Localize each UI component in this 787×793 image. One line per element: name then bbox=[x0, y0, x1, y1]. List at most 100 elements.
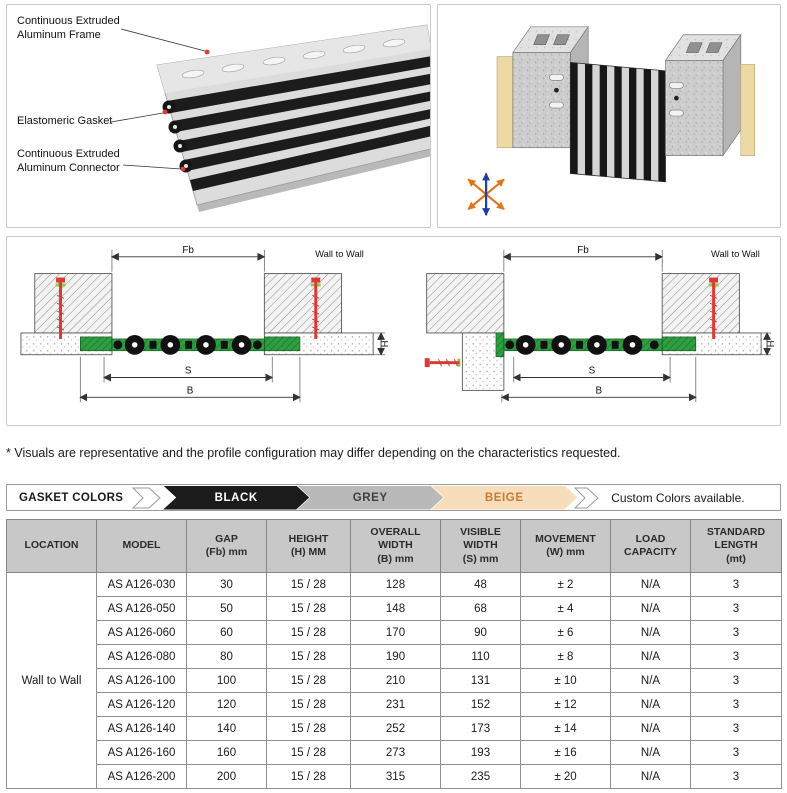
cell-overall: 190 bbox=[350, 644, 441, 669]
profile-section bbox=[495, 332, 697, 358]
chevron-divider-icon bbox=[132, 487, 161, 508]
cell-gap: 140 bbox=[186, 716, 267, 741]
cell-movement: ± 4 bbox=[520, 596, 611, 621]
cell-height: 15 / 28 bbox=[266, 644, 351, 669]
joint-profile-strip bbox=[569, 62, 666, 183]
cell-height: 15 / 28 bbox=[266, 668, 351, 693]
dim-label-h: H bbox=[379, 340, 390, 347]
column-header-overall-width: OVERALL WIDTH (B) mm bbox=[350, 519, 441, 573]
column-header-gap: GAP (Fb) mm bbox=[186, 519, 267, 573]
cell-model: AS A126-120 bbox=[96, 692, 187, 717]
cell-overall: 148 bbox=[350, 596, 441, 621]
cell-movement: ± 16 bbox=[520, 740, 611, 765]
column-header-visible-width: VISIBLE WIDTH (S) mm bbox=[440, 519, 521, 573]
cell-overall: 210 bbox=[350, 668, 441, 693]
dim-label-fb: Fb bbox=[577, 245, 589, 256]
cell-visible: 173 bbox=[440, 716, 521, 741]
installation-3d-panel bbox=[437, 4, 781, 228]
drawing-title: Wall to Wall bbox=[315, 248, 364, 259]
cell-visible: 68 bbox=[440, 596, 521, 621]
cell-movement: ± 6 bbox=[520, 620, 611, 645]
dimension-lines bbox=[79, 249, 386, 403]
anchor-slots-right bbox=[669, 82, 684, 117]
cell-load: N/A bbox=[610, 644, 691, 669]
cell-length: 3 bbox=[690, 668, 782, 693]
dim-label-h: H bbox=[765, 340, 776, 347]
cell-gap: 30 bbox=[186, 572, 267, 597]
anchor-screw-icon bbox=[55, 277, 321, 339]
cell-movement: ± 10 bbox=[520, 668, 611, 693]
cell-visible: 110 bbox=[440, 644, 521, 669]
cell-movement: ± 20 bbox=[520, 764, 611, 789]
cell-gap: 80 bbox=[186, 644, 267, 669]
gasket-strips bbox=[167, 56, 430, 191]
cell-overall: 252 bbox=[350, 716, 441, 741]
installation-3d-render bbox=[467, 25, 755, 217]
dim-label-b: B bbox=[596, 385, 603, 396]
cell-gap: 160 bbox=[186, 740, 267, 765]
cell-length: 3 bbox=[690, 692, 782, 717]
cell-overall: 128 bbox=[350, 572, 441, 597]
cell-visible: 48 bbox=[440, 572, 521, 597]
cell-load: N/A bbox=[610, 692, 691, 717]
cell-model: AS A126-030 bbox=[96, 572, 187, 597]
cell-height: 15 / 28 bbox=[266, 716, 351, 741]
flange-slot-holes bbox=[181, 38, 406, 79]
column-header-load-capacity: LOAD CAPACITY bbox=[610, 519, 691, 573]
chevron-divider-icon bbox=[574, 487, 599, 508]
dim-label-s: S bbox=[589, 366, 596, 377]
cell-height: 15 / 28 bbox=[266, 692, 351, 717]
cross-section-right: Fb S B H Wall to Wall bbox=[424, 245, 776, 403]
cell-overall: 170 bbox=[350, 620, 441, 645]
gasket-color-chip-black: BLACK bbox=[163, 486, 309, 510]
cell-length: 3 bbox=[690, 644, 782, 669]
wall-hatch-blocks bbox=[426, 273, 740, 334]
column-header-standard-length: STANDARD LENGTH (mt) bbox=[690, 519, 782, 573]
gasket-colors-title: GASKET COLORS bbox=[19, 491, 124, 504]
cross-section-panel: Fb S B H Wall to Wall bbox=[6, 236, 781, 426]
cell-model: AS A126-080 bbox=[96, 644, 187, 669]
label-aluminum-connector: Continuous Extruded Aluminum Connector bbox=[17, 148, 120, 174]
cell-length: 3 bbox=[690, 572, 782, 597]
cell-movement: ± 14 bbox=[520, 716, 611, 741]
cell-movement: ± 2 bbox=[520, 572, 611, 597]
cell-height: 15 / 28 bbox=[266, 596, 351, 621]
column-header-movement: MOVEMENT (W) mm bbox=[520, 519, 611, 573]
cross-section-left: Fb S B H Wall to Wall bbox=[20, 245, 390, 403]
spec-table-header: LOCATION MODEL GAP (Fb) mm HEIGHT (H) MM… bbox=[6, 519, 782, 573]
cell-load: N/A bbox=[610, 572, 691, 597]
cell-overall: 315 bbox=[350, 764, 441, 789]
cell-height: 15 / 28 bbox=[266, 740, 351, 765]
cell-visible: 193 bbox=[440, 740, 521, 765]
cell-length: 3 bbox=[690, 740, 782, 765]
concrete-block-right bbox=[664, 33, 742, 157]
cell-load: N/A bbox=[610, 740, 691, 765]
cell-load: N/A bbox=[610, 668, 691, 693]
cell-visible: 90 bbox=[440, 620, 521, 645]
top-row: Continuous Extruded Aluminum Frame Elast… bbox=[6, 4, 781, 228]
dim-label-b: B bbox=[187, 385, 194, 396]
dim-label-s: S bbox=[185, 366, 192, 377]
cell-gap: 120 bbox=[186, 692, 267, 717]
gasket-color-chip-grey: GREY bbox=[297, 486, 443, 510]
cell-length: 3 bbox=[690, 596, 782, 621]
cell-length: 3 bbox=[690, 620, 782, 645]
dimension-lines bbox=[500, 249, 772, 403]
cell-visible: 152 bbox=[440, 692, 521, 717]
gasket-color-chip-label: BEIGE bbox=[484, 491, 524, 504]
location-cell: Wall to Wall bbox=[6, 572, 97, 789]
label-elastomeric-gasket: Elastomeric Gasket bbox=[17, 115, 113, 127]
callout-pointer-dots bbox=[162, 49, 210, 172]
cell-model: AS A126-140 bbox=[96, 716, 187, 741]
gasket-color-chip-beige: BEIGE bbox=[431, 486, 577, 510]
column-header-height: HEIGHT (H) MM bbox=[266, 519, 351, 573]
concrete-block-left bbox=[512, 25, 589, 149]
